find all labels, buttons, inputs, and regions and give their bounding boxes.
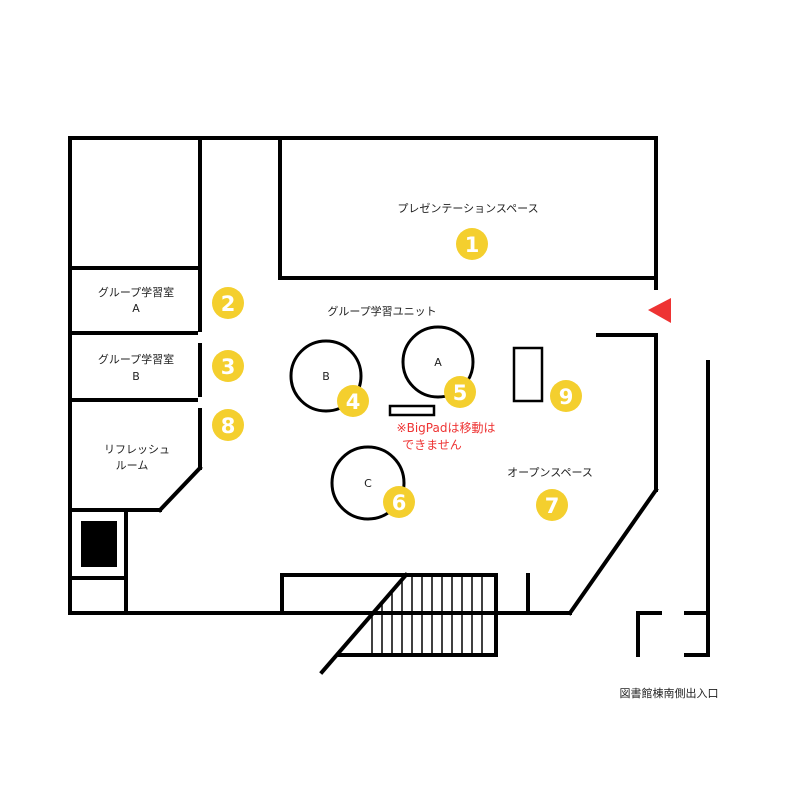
- svg-text:2: 2: [221, 292, 236, 316]
- svg-text:9: 9: [559, 385, 574, 409]
- presentation-space-label: プレゼンテーションスペース: [397, 202, 538, 215]
- svg-text:6: 6: [392, 491, 407, 515]
- staircase: [371, 576, 483, 655]
- badge-2: 2: [212, 287, 244, 319]
- table-c-label: C: [364, 477, 372, 490]
- badge-5: 5: [444, 376, 476, 408]
- badge-7: 7: [536, 489, 568, 521]
- svg-text:3: 3: [221, 355, 236, 379]
- svg-text:4: 4: [346, 390, 361, 414]
- bigpad-notice-line2: できません: [402, 438, 462, 452]
- svg-text:5: 5: [453, 381, 468, 405]
- badge-8: 8: [212, 409, 244, 441]
- group-room-b-label: グループ学習室: [98, 352, 174, 366]
- open-space-table: [512, 346, 544, 403]
- badge-1: 1: [456, 228, 488, 260]
- equipment-block: [81, 521, 117, 567]
- badge-4: 4: [337, 385, 369, 417]
- group-room-a-letter: A: [132, 302, 140, 315]
- badge-9: 9: [550, 380, 582, 412]
- open-space-label: オープンスペース: [507, 466, 593, 479]
- group-room-a-label: グループ学習室: [98, 285, 174, 299]
- table-a-label: A: [434, 356, 442, 369]
- table-c: [330, 445, 406, 521]
- svg-text:8: 8: [221, 414, 236, 438]
- badge-6: 6: [383, 486, 415, 518]
- svg-text:7: 7: [545, 494, 560, 518]
- badge-3: 3: [212, 350, 244, 382]
- walls: [68, 136, 710, 675]
- refresh-room-label-2: ルーム: [116, 459, 149, 472]
- bigpad-notice-line1: ※BigPadは移動は: [397, 421, 496, 435]
- group-room-b-letter: B: [132, 370, 140, 383]
- bigpad: [388, 404, 436, 417]
- table-b: [289, 339, 363, 413]
- entrance-label: 図書館棟南側出入口: [620, 686, 719, 700]
- group-unit-label: グループ学習ユニット: [327, 304, 436, 318]
- table-a: [401, 325, 475, 399]
- refresh-room-label-1: リフレッシュ: [104, 443, 170, 456]
- entrance-marker-icon: [648, 298, 671, 323]
- svg-text:1: 1: [465, 233, 480, 257]
- table-b-label: B: [322, 370, 330, 383]
